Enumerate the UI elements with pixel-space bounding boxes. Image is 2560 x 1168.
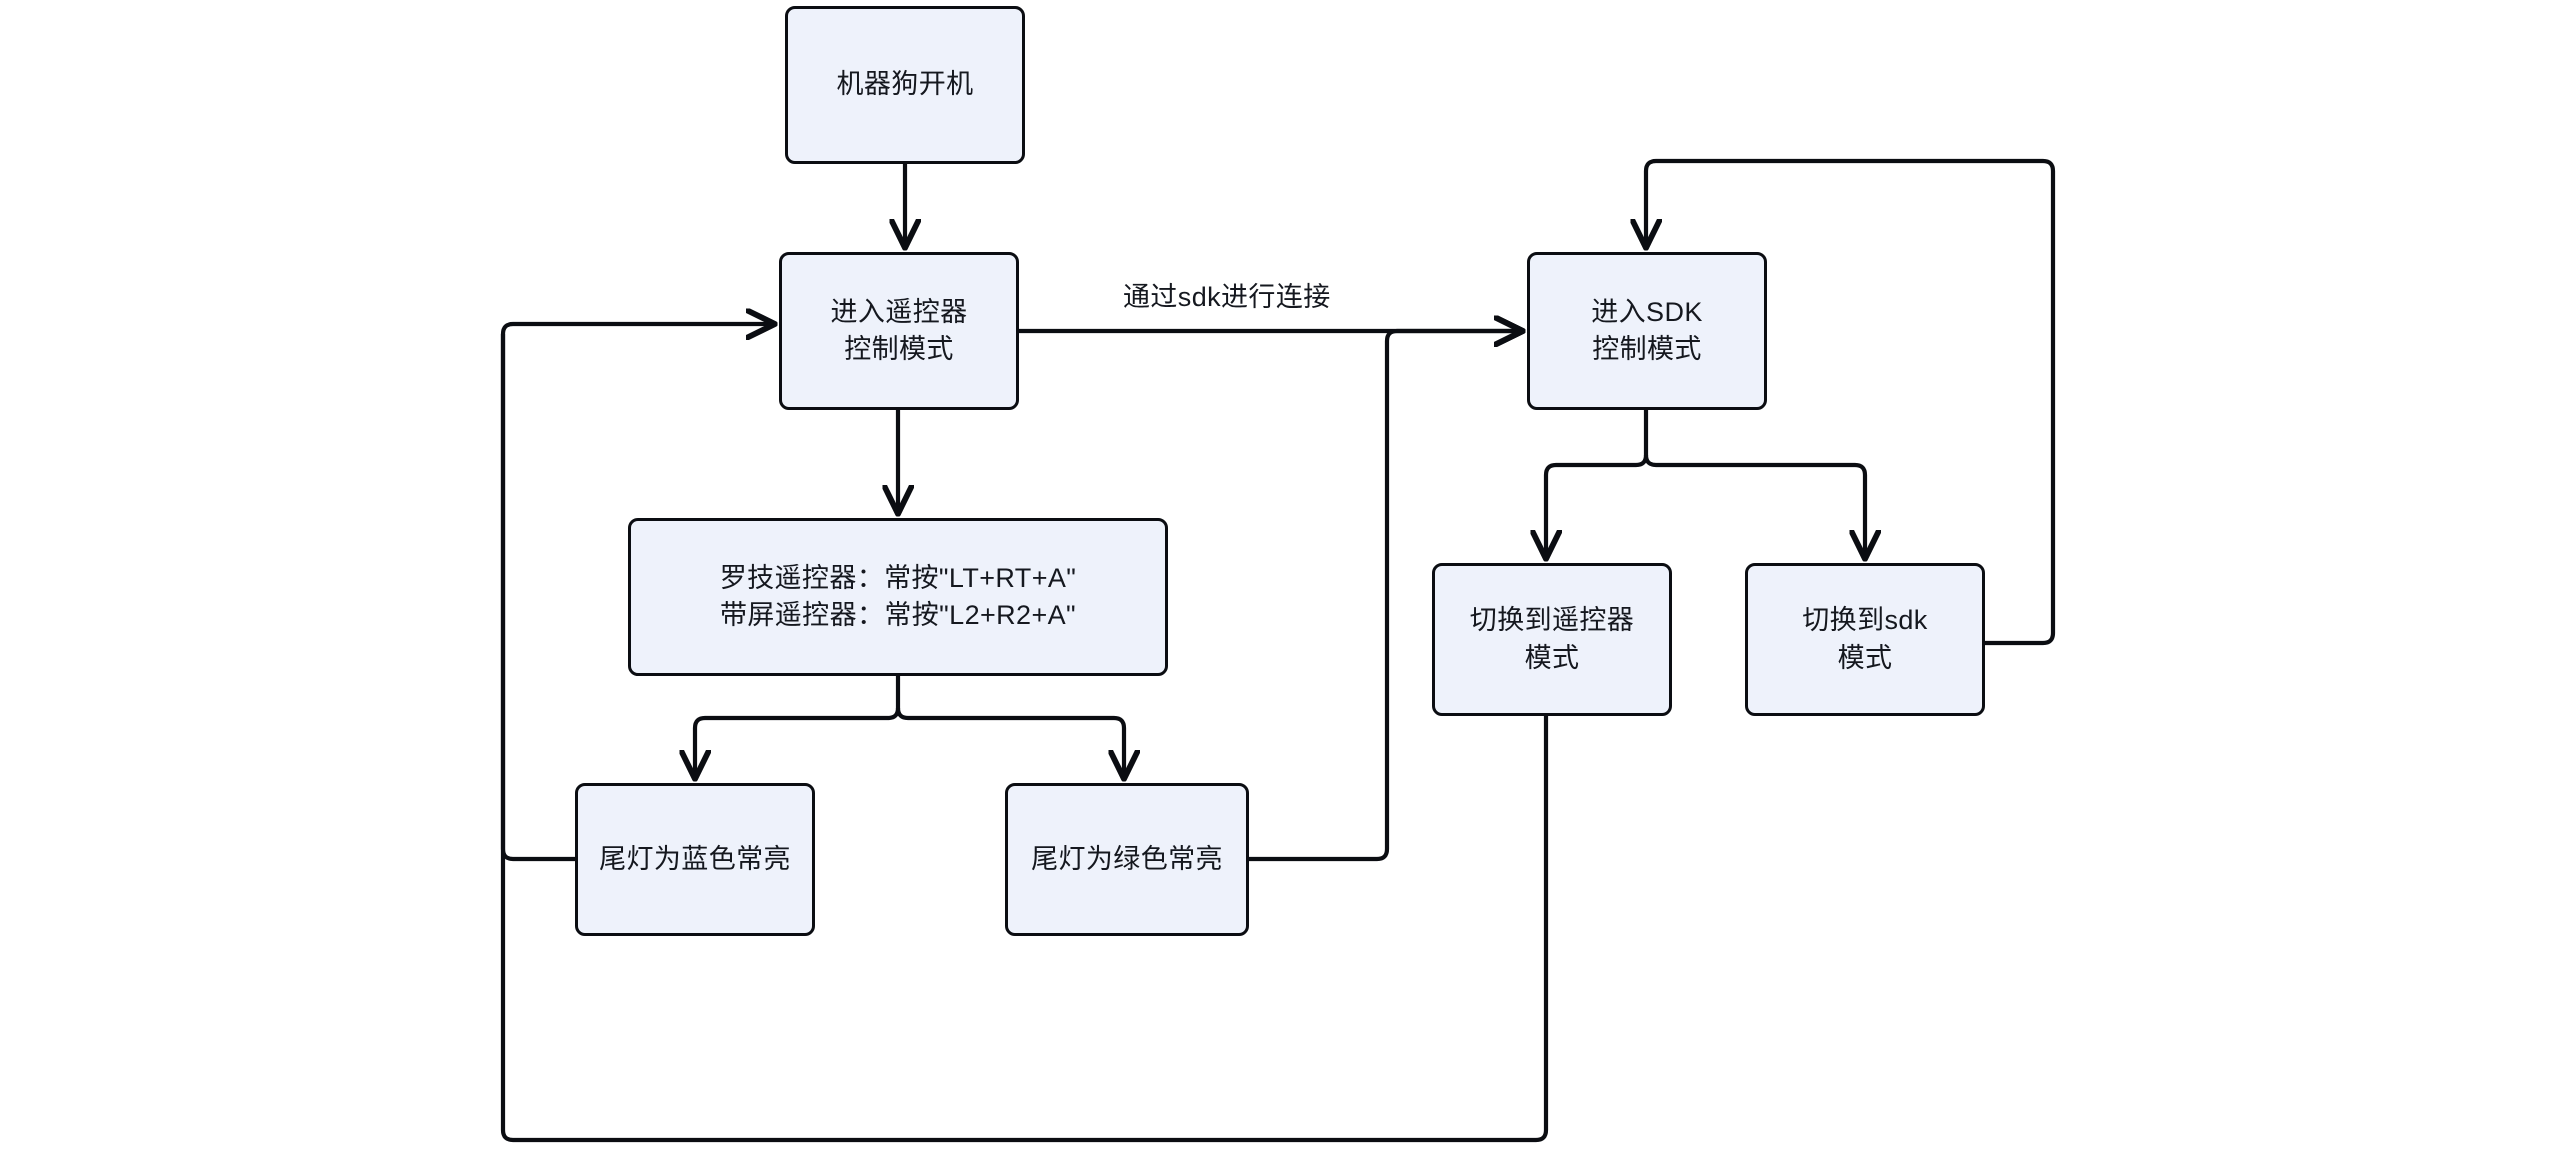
edge-label-connect-via-sdk: 通过sdk进行连接	[1117, 281, 1337, 314]
edge-keycombo-to-blue	[695, 707, 901, 775]
node-power-on[interactable]: 机器狗开机	[785, 6, 1025, 164]
edge-switchremote-to-remote-loop	[500, 334, 1549, 1143]
node-tail-light-blue-label: 尾灯为蓝色常亮	[599, 843, 791, 874]
node-key-combo-label: 罗技遥控器：常按"LT+RT+A" 带屏遥控器：常按"L2+R2+A"	[719, 562, 1077, 630]
node-switch-to-sdk[interactable]: 切换到sdk 模式	[1745, 563, 1985, 716]
edge-keycombo-to-green	[895, 707, 1124, 775]
node-tail-light-blue[interactable]: 尾灯为蓝色常亮	[575, 783, 815, 936]
node-switch-to-sdk-label: 切换到sdk 模式	[1802, 605, 1928, 673]
edge-switchsdk-to-sdk-loop	[1646, 158, 2056, 646]
node-switch-to-remote-label: 切换到遥控器 模式	[1469, 605, 1635, 673]
node-remote-mode-label: 进入遥控器 控制模式	[830, 296, 968, 364]
node-key-combo[interactable]: 罗技遥控器：常按"LT+RT+A" 带屏遥控器：常按"L2+R2+A"	[628, 518, 1168, 676]
node-power-on-label: 机器狗开机	[836, 69, 974, 100]
node-tail-light-green[interactable]: 尾灯为绿色常亮	[1005, 783, 1249, 936]
node-remote-mode[interactable]: 进入遥控器 控制模式	[779, 252, 1019, 410]
node-sdk-mode[interactable]: 进入SDK 控制模式	[1527, 252, 1767, 410]
node-sdk-mode-label: 进入SDK 控制模式	[1591, 296, 1703, 364]
node-tail-light-green-label: 尾灯为绿色常亮	[1031, 843, 1223, 874]
edge-sdk-to-switchsdk	[1643, 454, 1865, 555]
node-switch-to-remote[interactable]: 切换到遥控器 模式	[1432, 563, 1672, 716]
edge-green-to-sdk	[1249, 331, 1519, 862]
edge-sdk-to-switchremote	[1546, 454, 1649, 555]
